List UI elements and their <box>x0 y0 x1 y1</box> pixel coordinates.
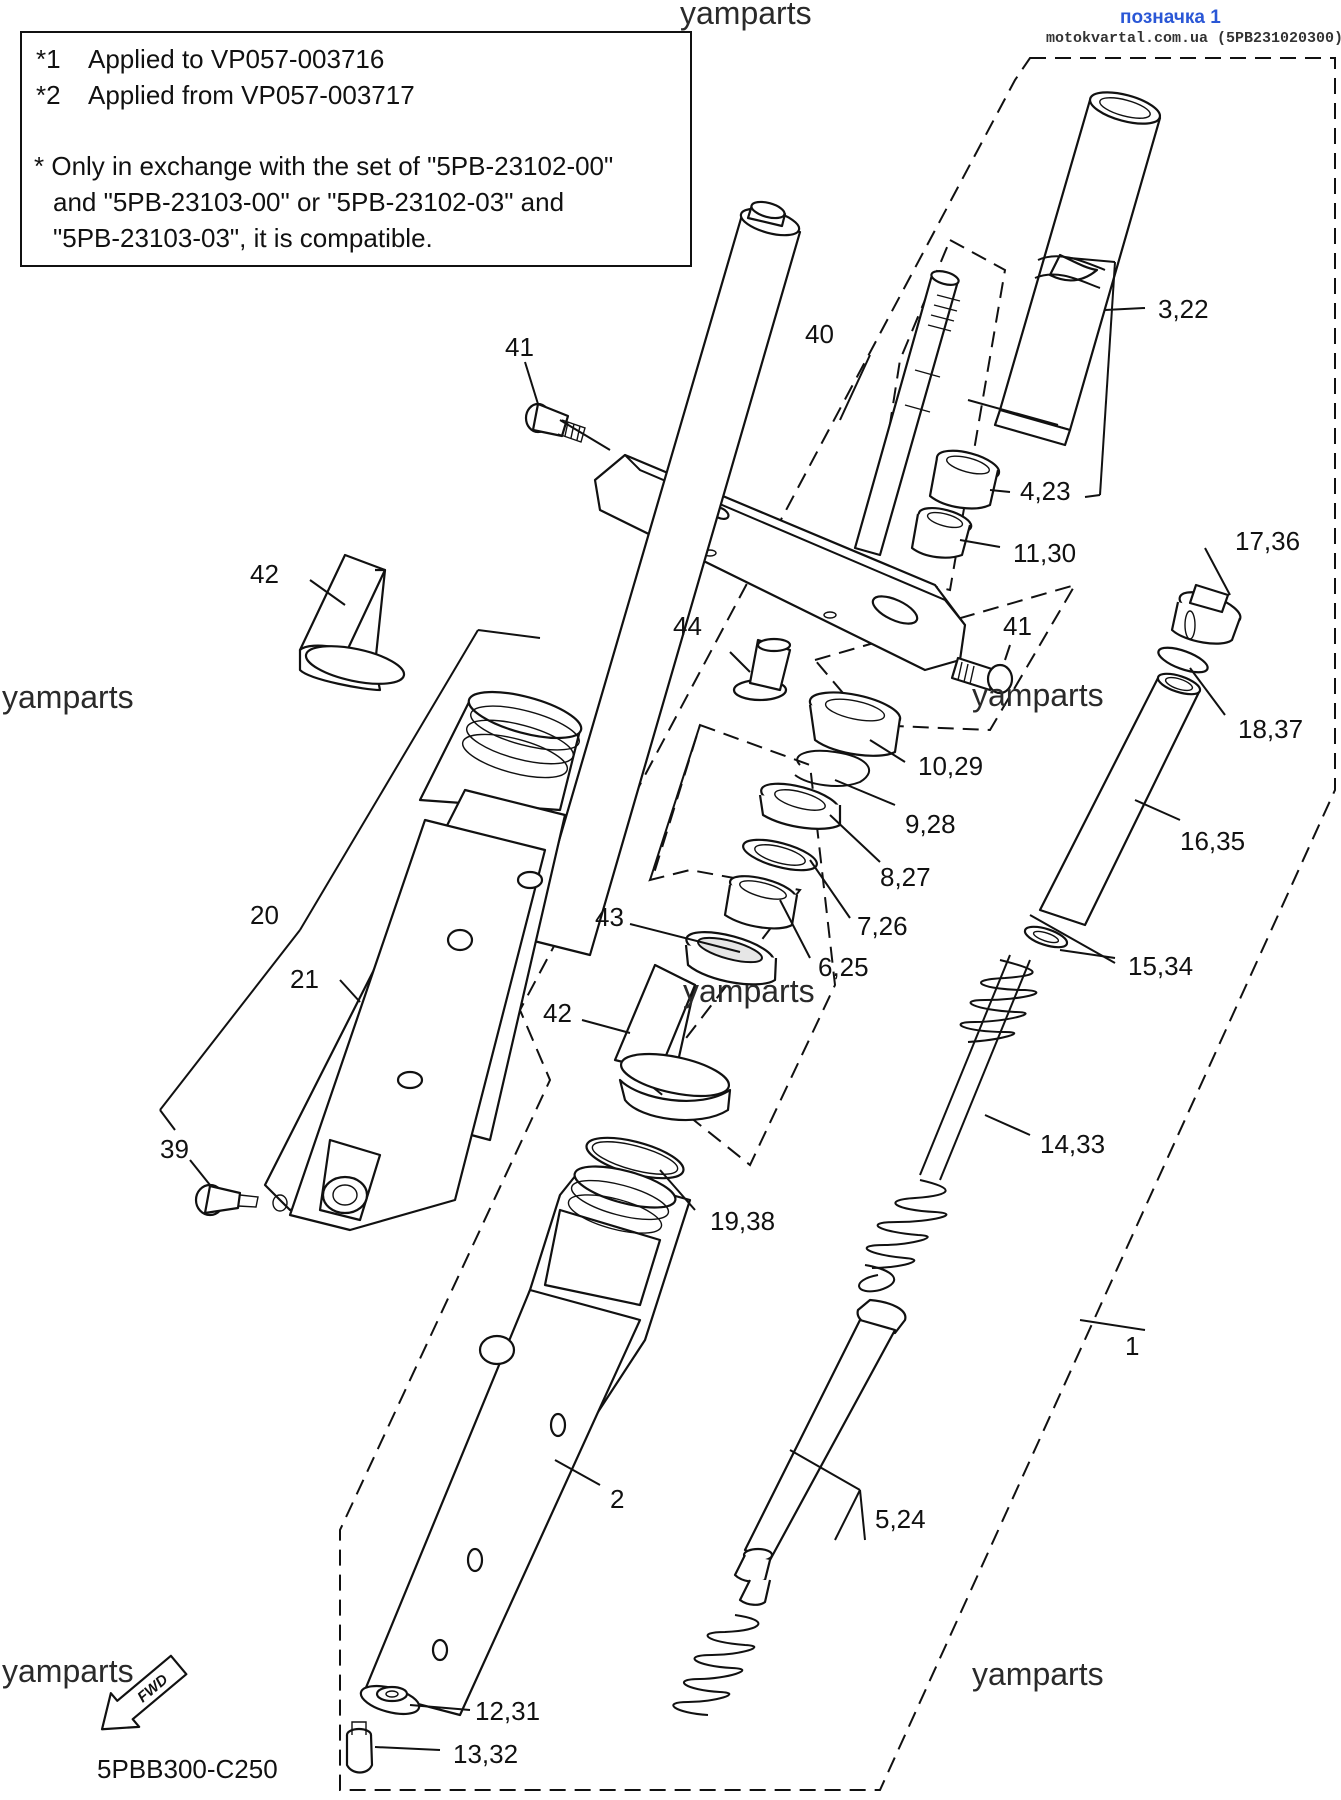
fork-guard-lower <box>613 963 732 1122</box>
callout-6-25: 6,25 <box>818 952 869 982</box>
callout-21: 21 <box>290 964 319 994</box>
guide-bushing <box>910 506 973 559</box>
callout-16-35: 16,35 <box>1180 826 1245 856</box>
circlip <box>794 749 871 787</box>
callout-40: 40 <box>805 319 834 349</box>
damper-rod-upper <box>853 270 961 557</box>
bolt-upper <box>524 402 586 443</box>
collar-nut <box>732 637 792 702</box>
group-outline-seal-kit-left <box>649 724 701 881</box>
note-1-mark: *1 <box>36 44 61 74</box>
header-tag: позначка 1 <box>1120 7 1221 28</box>
callout-13-32: 13,32 <box>453 1739 518 1769</box>
oil-seal <box>808 691 902 757</box>
callout-11-30: 11,30 <box>1013 538 1076 568</box>
damper-rod <box>672 1264 907 1716</box>
watermark-right: yamparts <box>972 677 1104 713</box>
callout-19-38: 19,38 <box>710 1206 775 1236</box>
callout-9-28: 9,28 <box>905 809 956 839</box>
watermark-bottom-right: yamparts <box>972 1656 1104 1692</box>
callout-12-31: 12,31 <box>475 1696 540 1726</box>
callout-20: 20 <box>250 900 279 930</box>
callout-2: 2 <box>610 1484 624 1514</box>
watermarks: yamparts yamparts yamparts yamparts yamp… <box>2 0 1104 1692</box>
left-fork-assembly <box>263 200 802 1232</box>
callout-39: 39 <box>160 1134 189 1164</box>
callout-4-23: 4,23 <box>1020 476 1071 506</box>
callout-41-upper: 41 <box>505 332 534 362</box>
note-1-text: Applied to VP057-003716 <box>88 44 384 74</box>
inner-tube <box>967 91 1162 447</box>
group-outline-seal-kit <box>648 723 837 1167</box>
callout-42-lower: 42 <box>543 998 572 1028</box>
slide-metal <box>723 875 799 930</box>
callout-18-37: 18,37 <box>1238 714 1303 744</box>
fork-guard-upper <box>298 553 406 692</box>
callout-10-29: 10,29 <box>918 751 983 781</box>
callout-3-22: 3,22 <box>1158 294 1209 324</box>
cap-o-ring <box>1157 646 1209 674</box>
cap-bolt <box>1170 583 1242 645</box>
note-2-text: Applied from VP057-003717 <box>88 80 415 110</box>
fork-spring <box>865 954 1038 1269</box>
slide-bushing <box>928 449 1001 510</box>
callout-41-lower: 41 <box>1003 611 1032 641</box>
callout-5-24: 5,24 <box>875 1504 926 1534</box>
callout-42-upper: 42 <box>250 559 279 589</box>
notes-box: *1 Applied to VP057-003716 *2 Applied fr… <box>20 31 692 267</box>
header-site: motokvartal.com.ua (5PB231020300) <box>1046 30 1341 47</box>
seal-washer <box>758 782 842 830</box>
spacer-pipe <box>1038 672 1202 927</box>
callout-8-27: 8,27 <box>880 862 931 892</box>
callout-44: 44 <box>673 611 702 641</box>
note-3-line1: * Only in exchange with the set of "5PB-… <box>34 151 613 181</box>
watermark-bottom-left: yamparts <box>2 1653 134 1689</box>
bolt-lower <box>950 656 1014 695</box>
callout-43: 43 <box>595 902 624 932</box>
callout-15-34: 15,34 <box>1128 951 1193 981</box>
callout-7-26: 7,26 <box>857 911 908 941</box>
drain-washer <box>375 1685 409 1703</box>
watermark-center: yamparts <box>683 973 815 1009</box>
callout-1: 1 <box>1125 1331 1139 1361</box>
spring-seat <box>1023 925 1069 949</box>
axle-pinch-bolt <box>194 1183 288 1217</box>
outer-tube <box>359 1165 692 1717</box>
note-3-line2: and "5PB-23103-00" or "5PB-23102-03" and <box>53 187 564 217</box>
callout-labels: 3,22 4,23 11,30 40 41 41 44 17,36 18,37 … <box>160 294 1303 1769</box>
callout-17-36: 17,36 <box>1235 526 1300 556</box>
callout-14-33: 14,33 <box>1040 1129 1105 1159</box>
drain-bolt <box>345 1721 374 1774</box>
note-3-line3: "5PB-23103-03", it is compatible. <box>53 223 433 253</box>
thin-washer <box>742 838 818 872</box>
watermark-top: yamparts <box>680 0 812 31</box>
watermark-left: yamparts <box>2 679 134 715</box>
diagram-code: 5PBB300-C250 <box>97 1754 278 1784</box>
leader-lines <box>159 257 1231 1751</box>
note-2-mark: *2 <box>36 80 61 110</box>
